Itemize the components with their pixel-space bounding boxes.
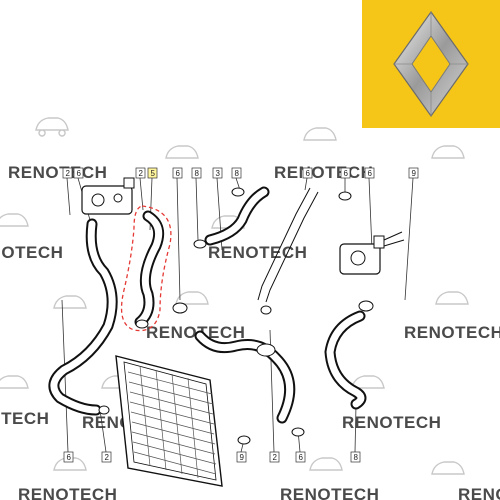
svg-text:6: 6 xyxy=(67,453,72,462)
brand-logo-panel xyxy=(362,0,500,128)
watermark-text: RENOTECH xyxy=(18,485,117,500)
svg-text:3: 3 xyxy=(216,169,221,178)
watermark-texts: RENOTECH RENOTECH RENOTECH RENOTECH RENO… xyxy=(0,163,500,500)
callout-2-bottom-b: 2 xyxy=(269,451,280,463)
part-5-highlight xyxy=(120,205,172,332)
callout-2-b: 2 xyxy=(135,167,146,179)
car-silhouette-icon xyxy=(35,117,69,137)
thermostat-housing-left xyxy=(81,177,135,215)
svg-text:2: 2 xyxy=(273,453,278,462)
svg-text:6: 6 xyxy=(344,169,349,178)
watermark-text: RENOTECH xyxy=(280,485,379,500)
svg-text:6: 6 xyxy=(77,169,82,178)
svg-text:6: 6 xyxy=(368,169,373,178)
callout-6-e: 6 xyxy=(364,167,375,179)
svg-text:2: 2 xyxy=(105,453,110,462)
car-silhouette-icon xyxy=(211,215,245,229)
car-silhouette-icon xyxy=(431,461,465,475)
car-silhouette-icon xyxy=(53,295,87,309)
watermark-car-icons xyxy=(0,117,469,475)
components xyxy=(81,177,405,445)
car-silhouette-icon xyxy=(165,145,199,159)
callout-8-a: 8 xyxy=(191,167,202,179)
car-silhouette-icon xyxy=(431,145,465,159)
svg-text:9: 9 xyxy=(240,453,245,462)
callout-2-a: 2 xyxy=(62,167,73,179)
car-silhouette-icon xyxy=(175,291,209,305)
callout-6-b: 6 xyxy=(172,167,183,179)
svg-text:6: 6 xyxy=(176,169,181,178)
car-silhouette-icon xyxy=(309,457,343,471)
car-silhouette-icon xyxy=(303,127,337,141)
hoses xyxy=(48,186,367,424)
callout-6-bottom-b: 6 xyxy=(295,451,306,463)
watermark-text: RENOTECH xyxy=(0,409,49,428)
car-silhouette-icon xyxy=(351,375,385,389)
watermark-text: RENOTECH xyxy=(458,485,500,500)
svg-text:8: 8 xyxy=(354,453,359,462)
callout-6-bottom: 6 xyxy=(63,451,74,463)
watermark-text: RENOTECH xyxy=(404,323,500,342)
svg-text:5: 5 xyxy=(151,169,156,178)
watermark-text: RENOTECH xyxy=(342,413,441,432)
hose-clamps xyxy=(98,187,374,445)
callouts-top: 2 6 2 5 6 8 3 xyxy=(62,167,419,179)
car-silhouette-icon xyxy=(101,375,135,389)
callout-6-a: 6 xyxy=(73,167,84,179)
callout-2-bottom-a: 2 xyxy=(101,451,112,463)
callouts-bottom: 6 2 9 2 6 8 xyxy=(63,451,361,463)
svg-text:6: 6 xyxy=(306,169,311,178)
callout-8-b: 8 xyxy=(231,167,242,179)
leader-lines xyxy=(61,177,414,453)
car-silhouette-icon xyxy=(0,213,29,227)
watermark-text: RENOTECH xyxy=(8,163,107,182)
svg-text:2: 2 xyxy=(66,169,71,178)
svg-text:8: 8 xyxy=(195,169,200,178)
watermark-text: RENOTECH xyxy=(274,163,373,182)
callout-5-highlighted: 5 xyxy=(147,167,158,179)
callout-6-d: 6 xyxy=(340,167,351,179)
svg-text:9: 9 xyxy=(412,169,417,178)
callout-9-bottom: 9 xyxy=(236,451,247,463)
watermark-text: RENOTECH xyxy=(82,413,181,432)
callout-3: 3 xyxy=(212,167,223,179)
svg-text:8: 8 xyxy=(235,169,240,178)
renault-diamond-icon xyxy=(362,0,500,128)
callout-8-bottom: 8 xyxy=(350,451,361,463)
radiator xyxy=(115,355,223,487)
svg-text:6: 6 xyxy=(299,453,304,462)
watermark-text: RENOTECH xyxy=(0,243,63,262)
car-silhouette-icon xyxy=(53,457,87,471)
svg-text:2: 2 xyxy=(139,169,144,178)
callout-9-a: 9 xyxy=(408,167,419,179)
car-silhouette-icon xyxy=(0,375,29,389)
watermark-text: RENOTECH xyxy=(208,243,307,262)
watermark-text: RENOTECH xyxy=(146,323,245,342)
valve-housing-right xyxy=(339,231,405,275)
callout-6-c: 6 xyxy=(302,167,313,179)
car-silhouette-icon xyxy=(435,291,469,305)
